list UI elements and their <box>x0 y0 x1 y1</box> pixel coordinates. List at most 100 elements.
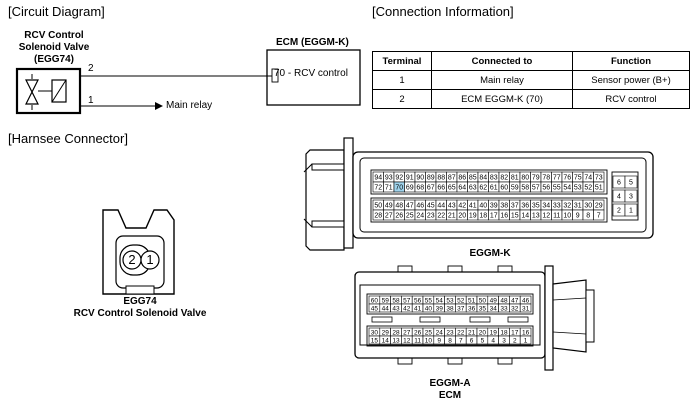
circuit-wires <box>80 75 272 110</box>
pin-number: 37 <box>457 305 465 312</box>
pin-number: 91 <box>406 175 414 182</box>
pin-number: 54 <box>563 185 571 192</box>
pin-cell <box>624 189 638 203</box>
pin-number: 42 <box>458 203 466 210</box>
pin-number: 53 <box>574 185 582 192</box>
pin-number: 49 <box>490 297 498 304</box>
pin-number: 81 <box>511 175 519 182</box>
valve-name: RCV Control Solenoid Valve (EGG74) <box>6 30 102 66</box>
ecm-pin-label: 70 - RCV control <box>274 68 348 79</box>
pin-number: 44 <box>382 305 390 312</box>
pin-number: 94 <box>374 175 382 182</box>
pin-number: 19 <box>469 213 477 220</box>
pin-number: 41 <box>414 305 422 312</box>
valve-code: (EGG74) <box>33 54 74 65</box>
pin-number: 34 <box>490 305 498 312</box>
pin-number: 5 <box>629 180 633 187</box>
pin-cell <box>624 175 638 189</box>
pin-number: 87 <box>448 175 456 182</box>
pin-number: 8 <box>586 213 590 220</box>
pin-number: 43 <box>392 305 400 312</box>
pin-number: 47 <box>406 203 414 210</box>
pin-number: 18 <box>500 329 508 336</box>
pin-number: 36 <box>521 203 529 210</box>
pin-number: 2 <box>513 337 517 344</box>
egg74-pin-1: 1 <box>146 252 154 267</box>
pin-number: 16 <box>500 213 508 220</box>
pin-number: 55 <box>553 185 561 192</box>
pin-number: 65 <box>448 185 456 192</box>
pin-number: 30 <box>371 329 379 336</box>
pin-number: 14 <box>382 337 390 344</box>
pin-number: 3 <box>502 337 506 344</box>
pin-number: 50 <box>374 203 382 210</box>
pin-number: 24 <box>416 213 424 220</box>
pin-number: 28 <box>374 213 382 220</box>
circuit-diagram-heading: [Circuit Diagram] <box>8 4 105 19</box>
pin-number: 25 <box>406 213 414 220</box>
pin-number: 39 <box>490 203 498 210</box>
pin-number: 3 <box>629 194 633 201</box>
eggm-a-ecm-label: ECM <box>438 390 462 401</box>
pin-number: 60 <box>500 185 508 192</box>
wire-pin1-label: 1 <box>88 95 94 106</box>
pin-number: 9 <box>437 337 441 344</box>
pin-number: 36 <box>468 305 476 312</box>
pin-number: 46 <box>416 203 424 210</box>
pin-number: 68 <box>416 185 424 192</box>
pin-number: 48 <box>395 203 403 210</box>
pin-number: 33 <box>553 203 561 210</box>
pin-number: 38 <box>446 305 454 312</box>
pin-number: 45 <box>371 305 379 312</box>
eggm-a-label: EGGM-A <box>429 378 471 389</box>
pin-number: 24 <box>436 329 444 336</box>
pin-cell <box>624 203 638 217</box>
pin-number: 74 <box>584 175 592 182</box>
pin-number: 80 <box>521 175 529 182</box>
pin-number: 51 <box>595 185 603 192</box>
valve-name-line2: Solenoid Valve <box>18 42 90 53</box>
eggm-k-connector-shape <box>303 137 654 251</box>
pin-number: 69 <box>406 185 414 192</box>
pin-number: 78 <box>542 175 550 182</box>
table-cell: ECM EGGM-K (70) <box>431 89 573 109</box>
pin-number: 25 <box>425 329 433 336</box>
connection-table: Terminal Connected to Function 1 Main re… <box>372 51 690 109</box>
pin-number: 58 <box>392 297 400 304</box>
pin-number: 76 <box>563 175 571 182</box>
pin-number: 11 <box>414 337 421 344</box>
pin-number: 1 <box>524 337 528 344</box>
pin-number: 70 <box>395 185 403 192</box>
pin-number: 27 <box>385 213 393 220</box>
pin-number: 38 <box>500 203 508 210</box>
pin-number: 89 <box>427 175 435 182</box>
pin-number: 15 <box>511 213 519 220</box>
pin-number: 66 <box>437 185 445 192</box>
pin-number: 57 <box>403 297 411 304</box>
pin-number: 43 <box>448 203 456 210</box>
ecm-pin-function: - RCV control <box>285 68 348 79</box>
pin-number: 33 <box>500 305 508 312</box>
pin-number: 9 <box>576 213 580 220</box>
eggm-a-connector-shape <box>354 265 595 371</box>
pin-number: 19 <box>490 329 498 336</box>
pin-number: 48 <box>500 297 508 304</box>
pin-number: 67 <box>427 185 435 192</box>
pin-number: 8 <box>448 337 452 344</box>
pin-number: 32 <box>563 203 571 210</box>
table-header-row: Terminal Connected to Function <box>372 51 690 71</box>
pin-number: 47 <box>511 297 519 304</box>
pin-number: 45 <box>427 203 435 210</box>
harness-connector-heading: [Harnsee Connector] <box>8 131 128 146</box>
ecm-pin-number: 70 <box>274 68 286 79</box>
pin-number: 83 <box>490 175 498 182</box>
pin-number: 40 <box>479 203 487 210</box>
pin-number: 61 <box>490 185 498 192</box>
pin-number: 2 <box>617 208 621 215</box>
pin-number: 7 <box>597 213 601 220</box>
pin-number: 41 <box>469 203 477 210</box>
pin-number: 62 <box>479 185 487 192</box>
pin-number: 50 <box>479 297 487 304</box>
pin-number: 26 <box>414 329 422 336</box>
